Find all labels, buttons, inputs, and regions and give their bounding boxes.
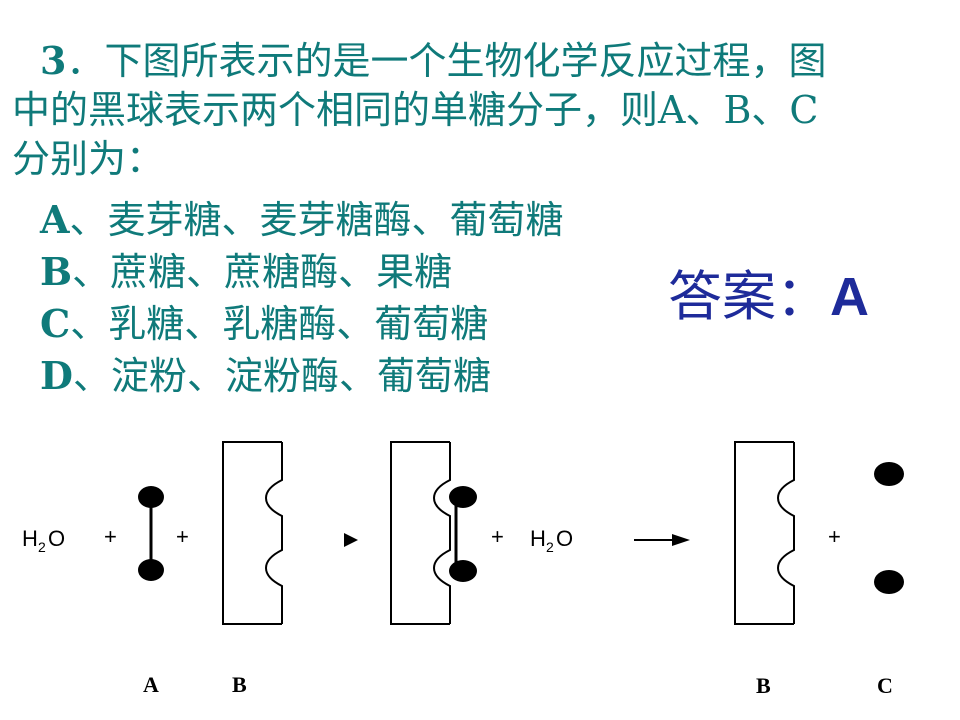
arrow-icon xyxy=(344,533,358,547)
reaction-arrow-icon xyxy=(634,534,690,546)
question-line-2: 中的黑球表示两个相同的单糖分子，则A、B、C xyxy=(12,88,819,132)
svg-text:H: H xyxy=(22,526,38,551)
label-a: A xyxy=(143,672,159,697)
water-right: H 2 O xyxy=(530,526,573,555)
answer: 答案：A xyxy=(668,262,869,332)
svg-text:O: O xyxy=(48,526,65,551)
option-a: A、麦芽糖、麦芽糖酶、葡萄糖 xyxy=(40,197,564,242)
monosaccharides-c xyxy=(874,462,904,594)
label-c: C xyxy=(877,673,893,698)
answer-options: A、麦芽糖、麦芽糖酶、葡萄糖 B、蔗糖、蔗糖酶、果糖 C、乳糖、乳糖酶、葡萄糖 … xyxy=(40,194,564,402)
svg-text:2: 2 xyxy=(38,539,46,555)
label-b: B xyxy=(232,672,247,697)
question-number: 3 xyxy=(40,38,67,83)
label-b-products: B xyxy=(756,673,771,698)
plus-sign: + xyxy=(176,524,189,549)
option-c: C、乳糖、乳糖酶、葡萄糖 xyxy=(40,301,489,346)
enzyme-b-left xyxy=(222,441,283,625)
question-text: 3．下图所表示的是一个生物化学反应过程，图 中的黑球表示两个相同的单糖分子，则A… xyxy=(12,36,952,184)
option-b: B、蔗糖、蔗糖酶、果糖 xyxy=(40,249,453,294)
disaccharide-a xyxy=(138,486,164,581)
svg-text:O: O xyxy=(556,526,573,551)
question-line-3: 分别为： xyxy=(12,137,165,181)
option-d: D、淀粉、淀粉酶、葡萄糖 xyxy=(40,353,491,398)
plus-sign: + xyxy=(828,524,841,549)
svg-text:2: 2 xyxy=(546,539,554,555)
answer-label: 答案： xyxy=(668,265,830,328)
plus-sign: + xyxy=(104,524,117,549)
answer-value: A xyxy=(830,267,869,327)
svg-text:H: H xyxy=(530,526,546,551)
question-line-1: 3．下图所表示的是一个生物化学反应过程，图 xyxy=(40,38,827,83)
water-left: H 2 O xyxy=(22,526,65,555)
reaction-diagram: H 2 O + + + H 2 O xyxy=(22,441,904,698)
enzyme-b-right xyxy=(734,441,795,625)
plus-sign: + xyxy=(491,524,504,549)
enzyme-substrate-complex xyxy=(390,441,477,625)
